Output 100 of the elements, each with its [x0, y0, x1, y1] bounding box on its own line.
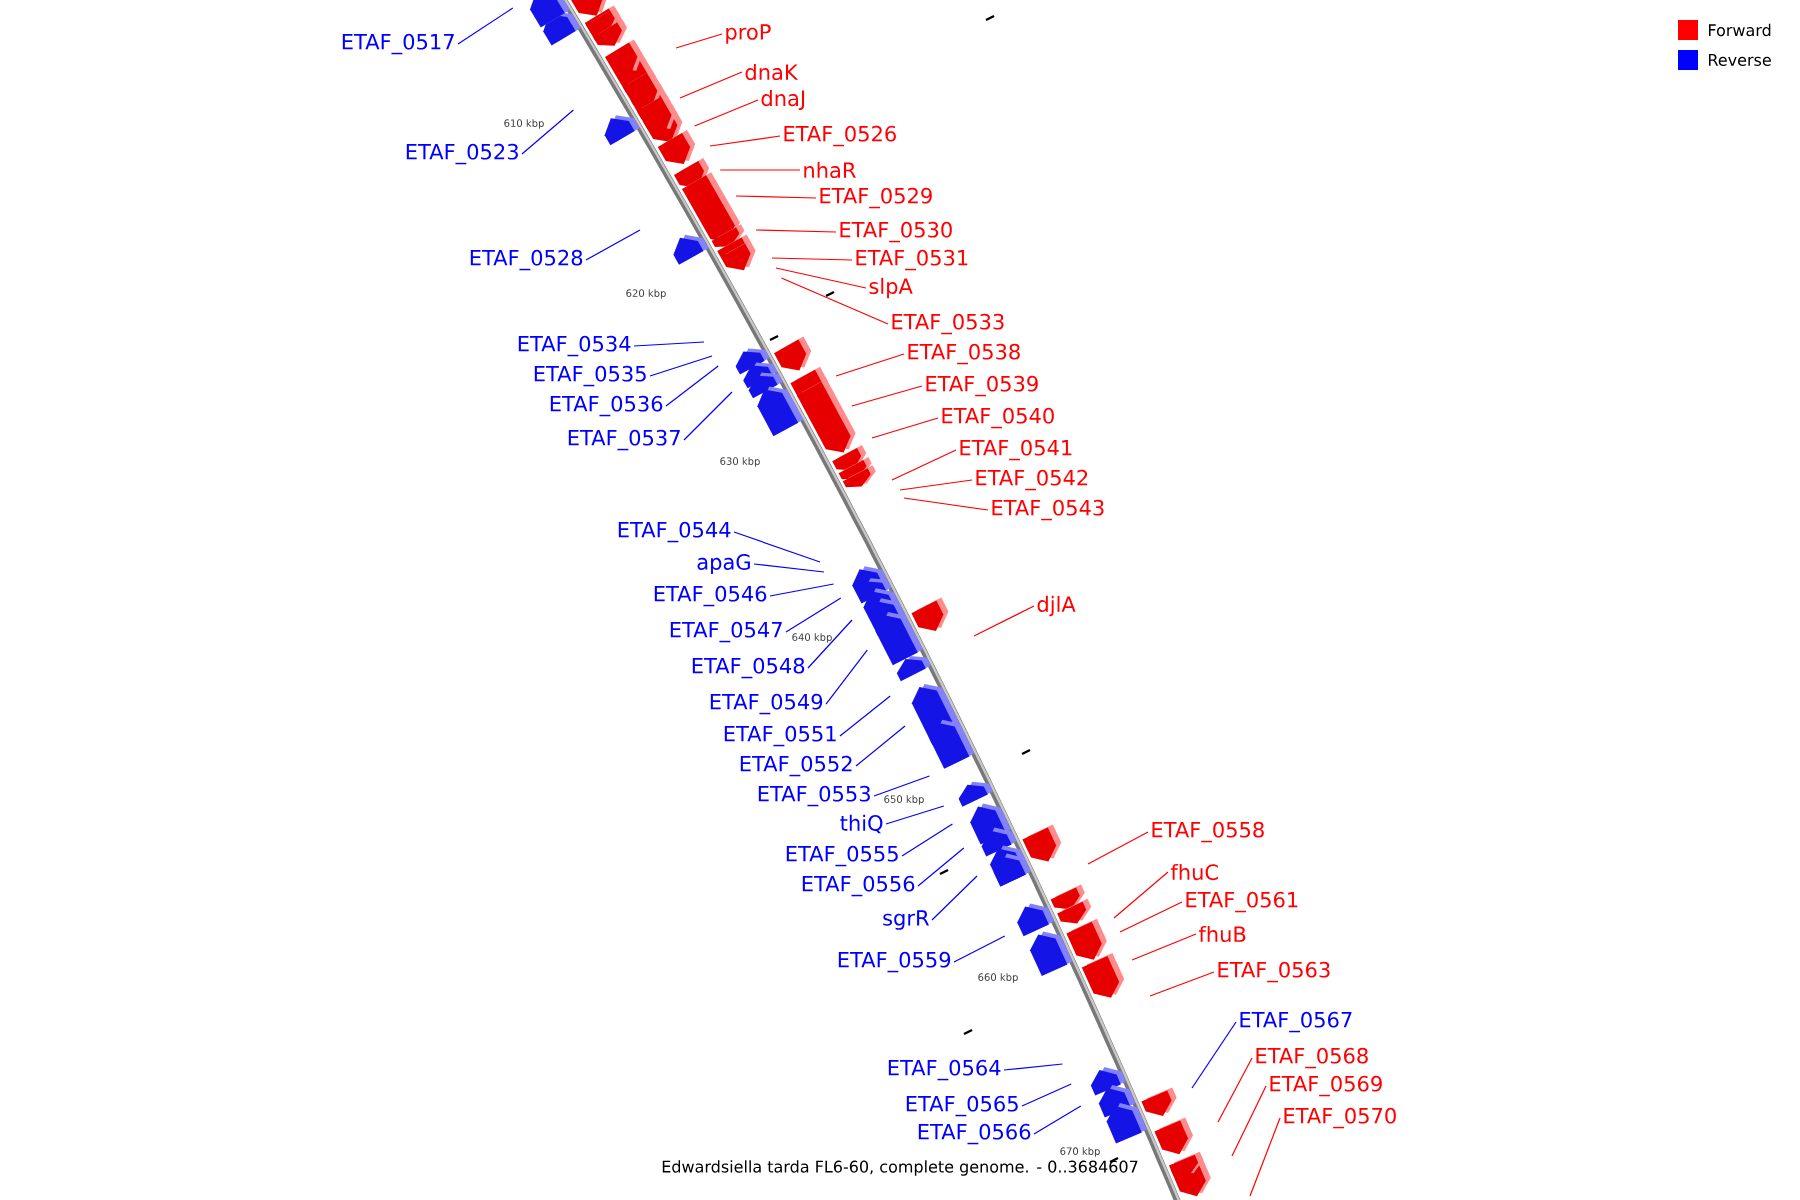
leader-line [901, 823, 953, 857]
gene-label: ETAF_0523 [406, 143, 518, 165]
leader-line [679, 71, 743, 99]
gene-label: ETAF_0569 [1270, 1075, 1382, 1097]
gene-label: ETAF_0542 [976, 469, 1088, 491]
leader-line [807, 619, 853, 669]
gene-label: ETAF_0543 [992, 499, 1104, 521]
gene-label: sgrR [883, 910, 929, 930]
leader-line [771, 257, 853, 261]
leader-line [903, 497, 989, 511]
leader-line [780, 277, 889, 325]
leader-line [521, 109, 574, 155]
leader-line [1021, 1083, 1072, 1107]
gene-label: ETAF_0526 [784, 125, 896, 147]
leader-line [457, 7, 514, 45]
gene-label: ETAF_0566 [918, 1123, 1031, 1145]
gene-label: ETAF_0537 [568, 429, 680, 451]
gene-label: ETAF_0563 [1218, 961, 1330, 983]
leader-line [891, 449, 957, 481]
gene-label: ETAF_0556 [802, 875, 915, 897]
gene-label: ETAF_0541 [960, 439, 1072, 461]
leader-line [733, 531, 821, 563]
gene-label: ETAF_0517 [342, 33, 454, 55]
gene-label: ETAF_0544 [618, 521, 731, 543]
gene-label: ETAF_0546 [654, 585, 767, 607]
gene-label: ETAF_0533 [892, 313, 1004, 335]
leader-line [1191, 1021, 1237, 1089]
gene-label: ETAF_0548 [692, 657, 805, 679]
gene-label: dnaK [745, 63, 799, 81]
leader-line [825, 649, 868, 705]
leader-line [665, 365, 719, 407]
leader-line [1113, 871, 1169, 919]
gene-label: ETAF_0564 [888, 1059, 1001, 1081]
leader-line [1231, 1085, 1267, 1157]
leader-line [753, 563, 825, 573]
gene-label: proP [726, 24, 771, 44]
gene-label: dnaJ [761, 89, 805, 111]
gene-label: ETAF_0534 [518, 335, 631, 357]
leader-line [1217, 1057, 1253, 1123]
gene-label: ETAF_0529 [820, 187, 932, 209]
leader-line [885, 805, 945, 825]
leader-line [633, 341, 705, 347]
gene-label: ETAF_0531 [856, 249, 968, 271]
leader-line [917, 847, 965, 887]
leader-line [585, 229, 641, 261]
leader-line [871, 417, 939, 439]
leader-line [899, 479, 973, 491]
gene-label: ETAF_0538 [908, 343, 1020, 365]
leader-line [953, 935, 1006, 963]
leader-line [755, 229, 837, 233]
legend-label: Reverse [1709, 54, 1771, 66]
leader-line [973, 605, 1035, 637]
gene-label: ETAF_0528 [470, 249, 583, 271]
leader-line [873, 775, 930, 797]
leader-line [1249, 1117, 1281, 1197]
leader-line [1003, 1063, 1063, 1071]
leader-line [931, 875, 978, 921]
gene-label: ETAF_0553 [758, 785, 870, 807]
gene-label: thiQ [840, 814, 883, 834]
gene-label: slpA [869, 277, 913, 299]
gene-label: ETAF_0551 [724, 725, 836, 747]
leader-line [769, 583, 835, 597]
leader-line [1087, 831, 1149, 865]
leader-line [735, 195, 817, 199]
gene-label: fhuC [1170, 863, 1218, 881]
legend-label: Forward [1709, 23, 1771, 37]
leader-line [694, 99, 759, 127]
gene-label: ETAF_0539 [926, 375, 1038, 397]
gene-label: ETAF_0561 [1186, 891, 1298, 913]
gene-label: fhuB [1198, 925, 1246, 943]
gene-label: ETAF_0540 [942, 407, 1054, 429]
caption: Edwardsiella tarda FL6-60, complete genome. - 0..3684607 [662, 1160, 1138, 1176]
gene-label: ETAF_0568 [1256, 1047, 1368, 1069]
leader-line [1033, 1105, 1082, 1135]
leader-line [675, 33, 723, 49]
leader-line [851, 385, 923, 407]
leader-line [835, 353, 905, 377]
gene-label: ETAF_0559 [838, 951, 951, 973]
leader-line [719, 169, 801, 171]
gene-label: apaG [697, 554, 750, 574]
gene-label: ETAF_0555 [786, 845, 898, 867]
leader-line [1149, 971, 1215, 997]
leader-line [1131, 933, 1197, 961]
gene-label: ETAF_0570 [1284, 1107, 1396, 1129]
gene-label: ETAF_0552 [740, 755, 852, 777]
gene-label: ETAF_0530 [840, 221, 952, 243]
gene-label: ETAF_0565 [906, 1095, 1018, 1117]
leader-line [709, 135, 781, 147]
leader-line [649, 355, 713, 377]
gene-label: ETAF_0547 [670, 621, 782, 643]
leader-line [1119, 901, 1183, 933]
leader-line [683, 391, 733, 441]
gene-label: ETAF_0535 [534, 365, 646, 387]
gene-label: ETAF_0567 [1240, 1011, 1352, 1033]
gene-label: ETAF_0549 [710, 693, 823, 715]
leader-line [855, 725, 906, 767]
leader-line [785, 597, 842, 633]
gene-label: ETAF_0558 [1152, 821, 1264, 843]
gene-label: djlA [1037, 595, 1076, 617]
leader-line [775, 267, 867, 289]
